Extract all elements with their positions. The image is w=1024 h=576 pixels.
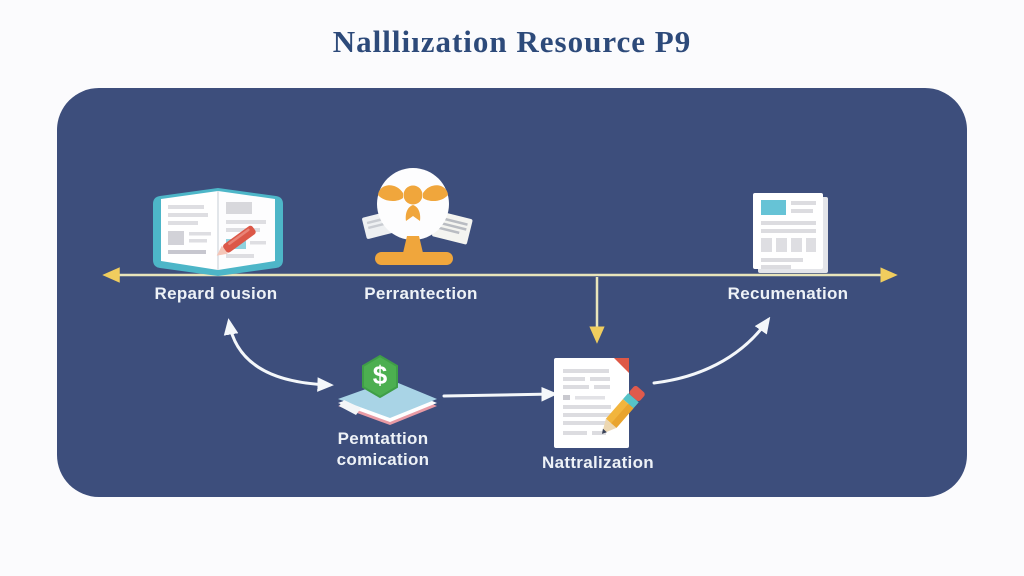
node-label-repard-ousion: Repard ousion (154, 284, 278, 303)
diagram-panel (57, 88, 967, 497)
node-label-recumenation: Recumenation (727, 284, 849, 303)
node-label-perrantection: Perrantection (364, 284, 478, 303)
node-label-nattralization: Nattralization (542, 453, 654, 472)
diagram-title: Nallliızation Resource P9 (332, 24, 692, 59)
node-label-pemtattion-comication: Pemtattion comication (336, 429, 430, 470)
